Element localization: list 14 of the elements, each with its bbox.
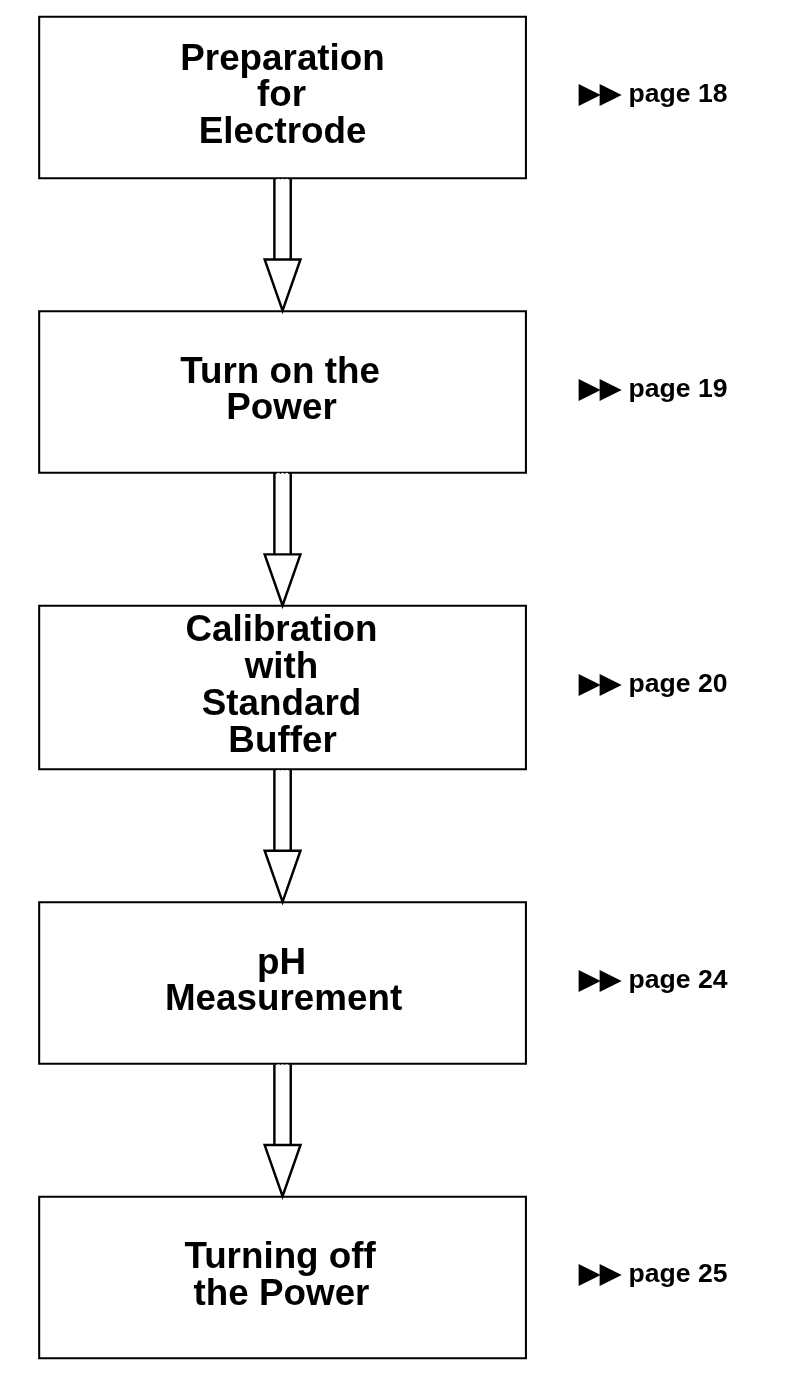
node-box: Turn on the Power (38, 310, 527, 474)
node-label: ▶▶ page 20 (579, 668, 728, 699)
node-box: pH Measurement (38, 901, 527, 1065)
node-label: ▶▶ page 25 (579, 1258, 728, 1289)
arrow (262, 472, 303, 610)
node-label: ▶▶ page 19 (579, 372, 728, 403)
node-label: ▶▶ page 24 (579, 963, 728, 994)
node-box: Preparation for Electrode (38, 15, 527, 180)
node-box: Calibration with Standard Buffer (38, 604, 527, 771)
node-label: ▶▶ page 18 (579, 78, 728, 109)
node-box: Turning off the Power (38, 1195, 527, 1360)
arrow (262, 178, 303, 315)
arrow (262, 769, 303, 906)
arrow (262, 1064, 303, 1200)
